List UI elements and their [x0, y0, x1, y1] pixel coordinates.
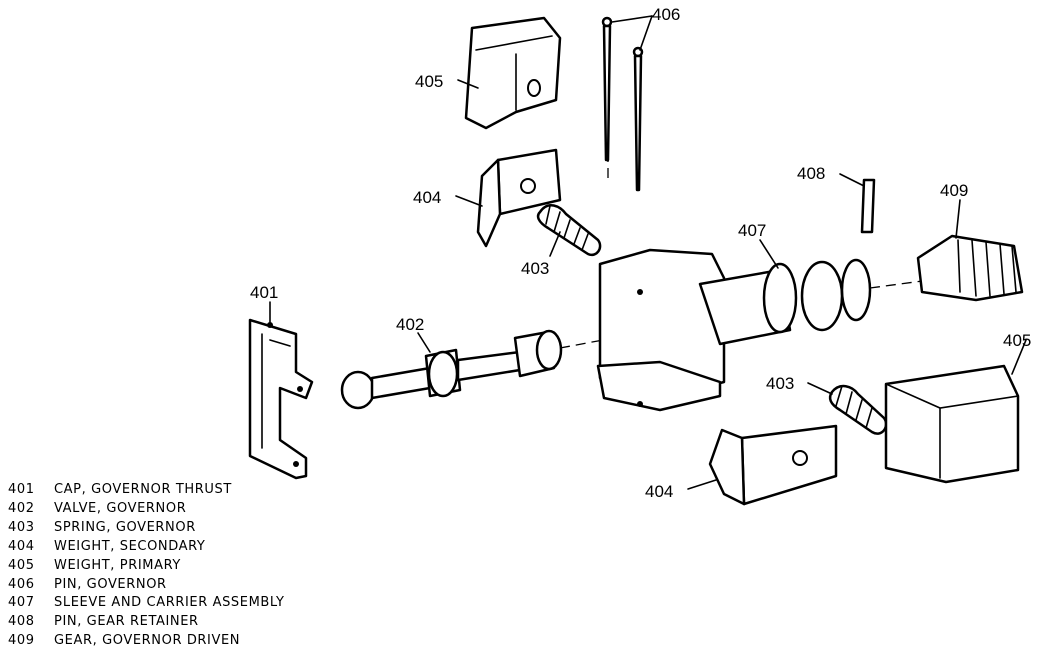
callout-406: 406 [652, 5, 680, 24]
part-404-weight-lower [708, 424, 838, 506]
legend-number: 405 [8, 557, 35, 573]
part-405-weight-upper [464, 16, 562, 130]
callout-403-upper: 403 [521, 259, 549, 278]
legend-item: 408 PIN, GEAR RETAINER [8, 613, 285, 632]
legend-number: 403 [8, 519, 35, 535]
legend-name: VALVE, GOVERNOR [54, 500, 187, 516]
legend-name: WEIGHT, SECONDARY [54, 538, 206, 554]
legend-item: 406 PIN, GOVERNOR [8, 576, 285, 595]
legend-item: 404 WEIGHT, SECONDARY [8, 538, 285, 557]
callout-407: 407 [738, 221, 766, 240]
callout-403-lower: 403 [766, 374, 794, 393]
callout-405-lower: 405 [1003, 331, 1031, 350]
legend-name: PIN, GEAR RETAINER [54, 614, 199, 630]
part-404-weight-upper [476, 148, 562, 248]
callout-401: 401 [250, 283, 278, 302]
part-408-pin [860, 178, 876, 234]
legend-item: 407 SLEEVE AND CARRIER ASSEMBLY [8, 594, 285, 613]
legend-item: 401 CAP, GOVERNOR THRUST [8, 481, 285, 500]
callout-405-upper: 405 [415, 72, 443, 91]
legend-number: 409 [8, 633, 35, 649]
legend-item: 405 WEIGHT, PRIMARY [8, 557, 285, 576]
legend-name: SLEEVE AND CARRIER ASSEMBLY [54, 595, 285, 611]
legend-number: 407 [8, 595, 35, 611]
legend-name: WEIGHT, PRIMARY [54, 557, 181, 573]
legend-name: SPRING, GOVERNOR [54, 519, 196, 535]
part-405-weight-lower [884, 364, 1020, 484]
part-403-spring-upper [536, 204, 602, 257]
callout-404-upper: 404 [413, 188, 441, 207]
callout-408: 408 [797, 164, 825, 183]
callout-409: 409 [940, 181, 968, 200]
part-407-sleeve-carrier [596, 248, 872, 412]
legend-item: 409 GEAR, GOVERNOR DRIVEN [8, 632, 285, 651]
legend-number: 406 [8, 576, 35, 592]
legend-name: PIN, GOVERNOR [54, 576, 167, 592]
legend-item: 403 SPRING, GOVERNOR [8, 519, 285, 538]
callout-leaders [269, 15, 1027, 490]
legend-number: 408 [8, 614, 35, 630]
part-402-valve [340, 329, 563, 410]
legend-number: 401 [8, 482, 35, 497]
callout-404-lower: 404 [645, 482, 673, 501]
part-406-pins [601, 16, 644, 192]
legend-name: GEAR, GOVERNOR DRIVEN [54, 633, 241, 649]
part-401-cap [248, 318, 314, 480]
callout-402: 402 [396, 315, 424, 334]
legend-item: 402 VALVE, GOVERNOR [8, 500, 285, 519]
parts-legend: 401 CAP, GOVERNOR THRUST 402 VALVE, GOVERN… [8, 481, 285, 651]
part-409-gear [916, 234, 1024, 302]
part-403-spring-lower [828, 384, 888, 435]
legend-number: 404 [8, 538, 35, 554]
legend-number: 402 [8, 500, 35, 516]
legend-name: CAP, GOVERNOR THRUST [54, 482, 232, 497]
